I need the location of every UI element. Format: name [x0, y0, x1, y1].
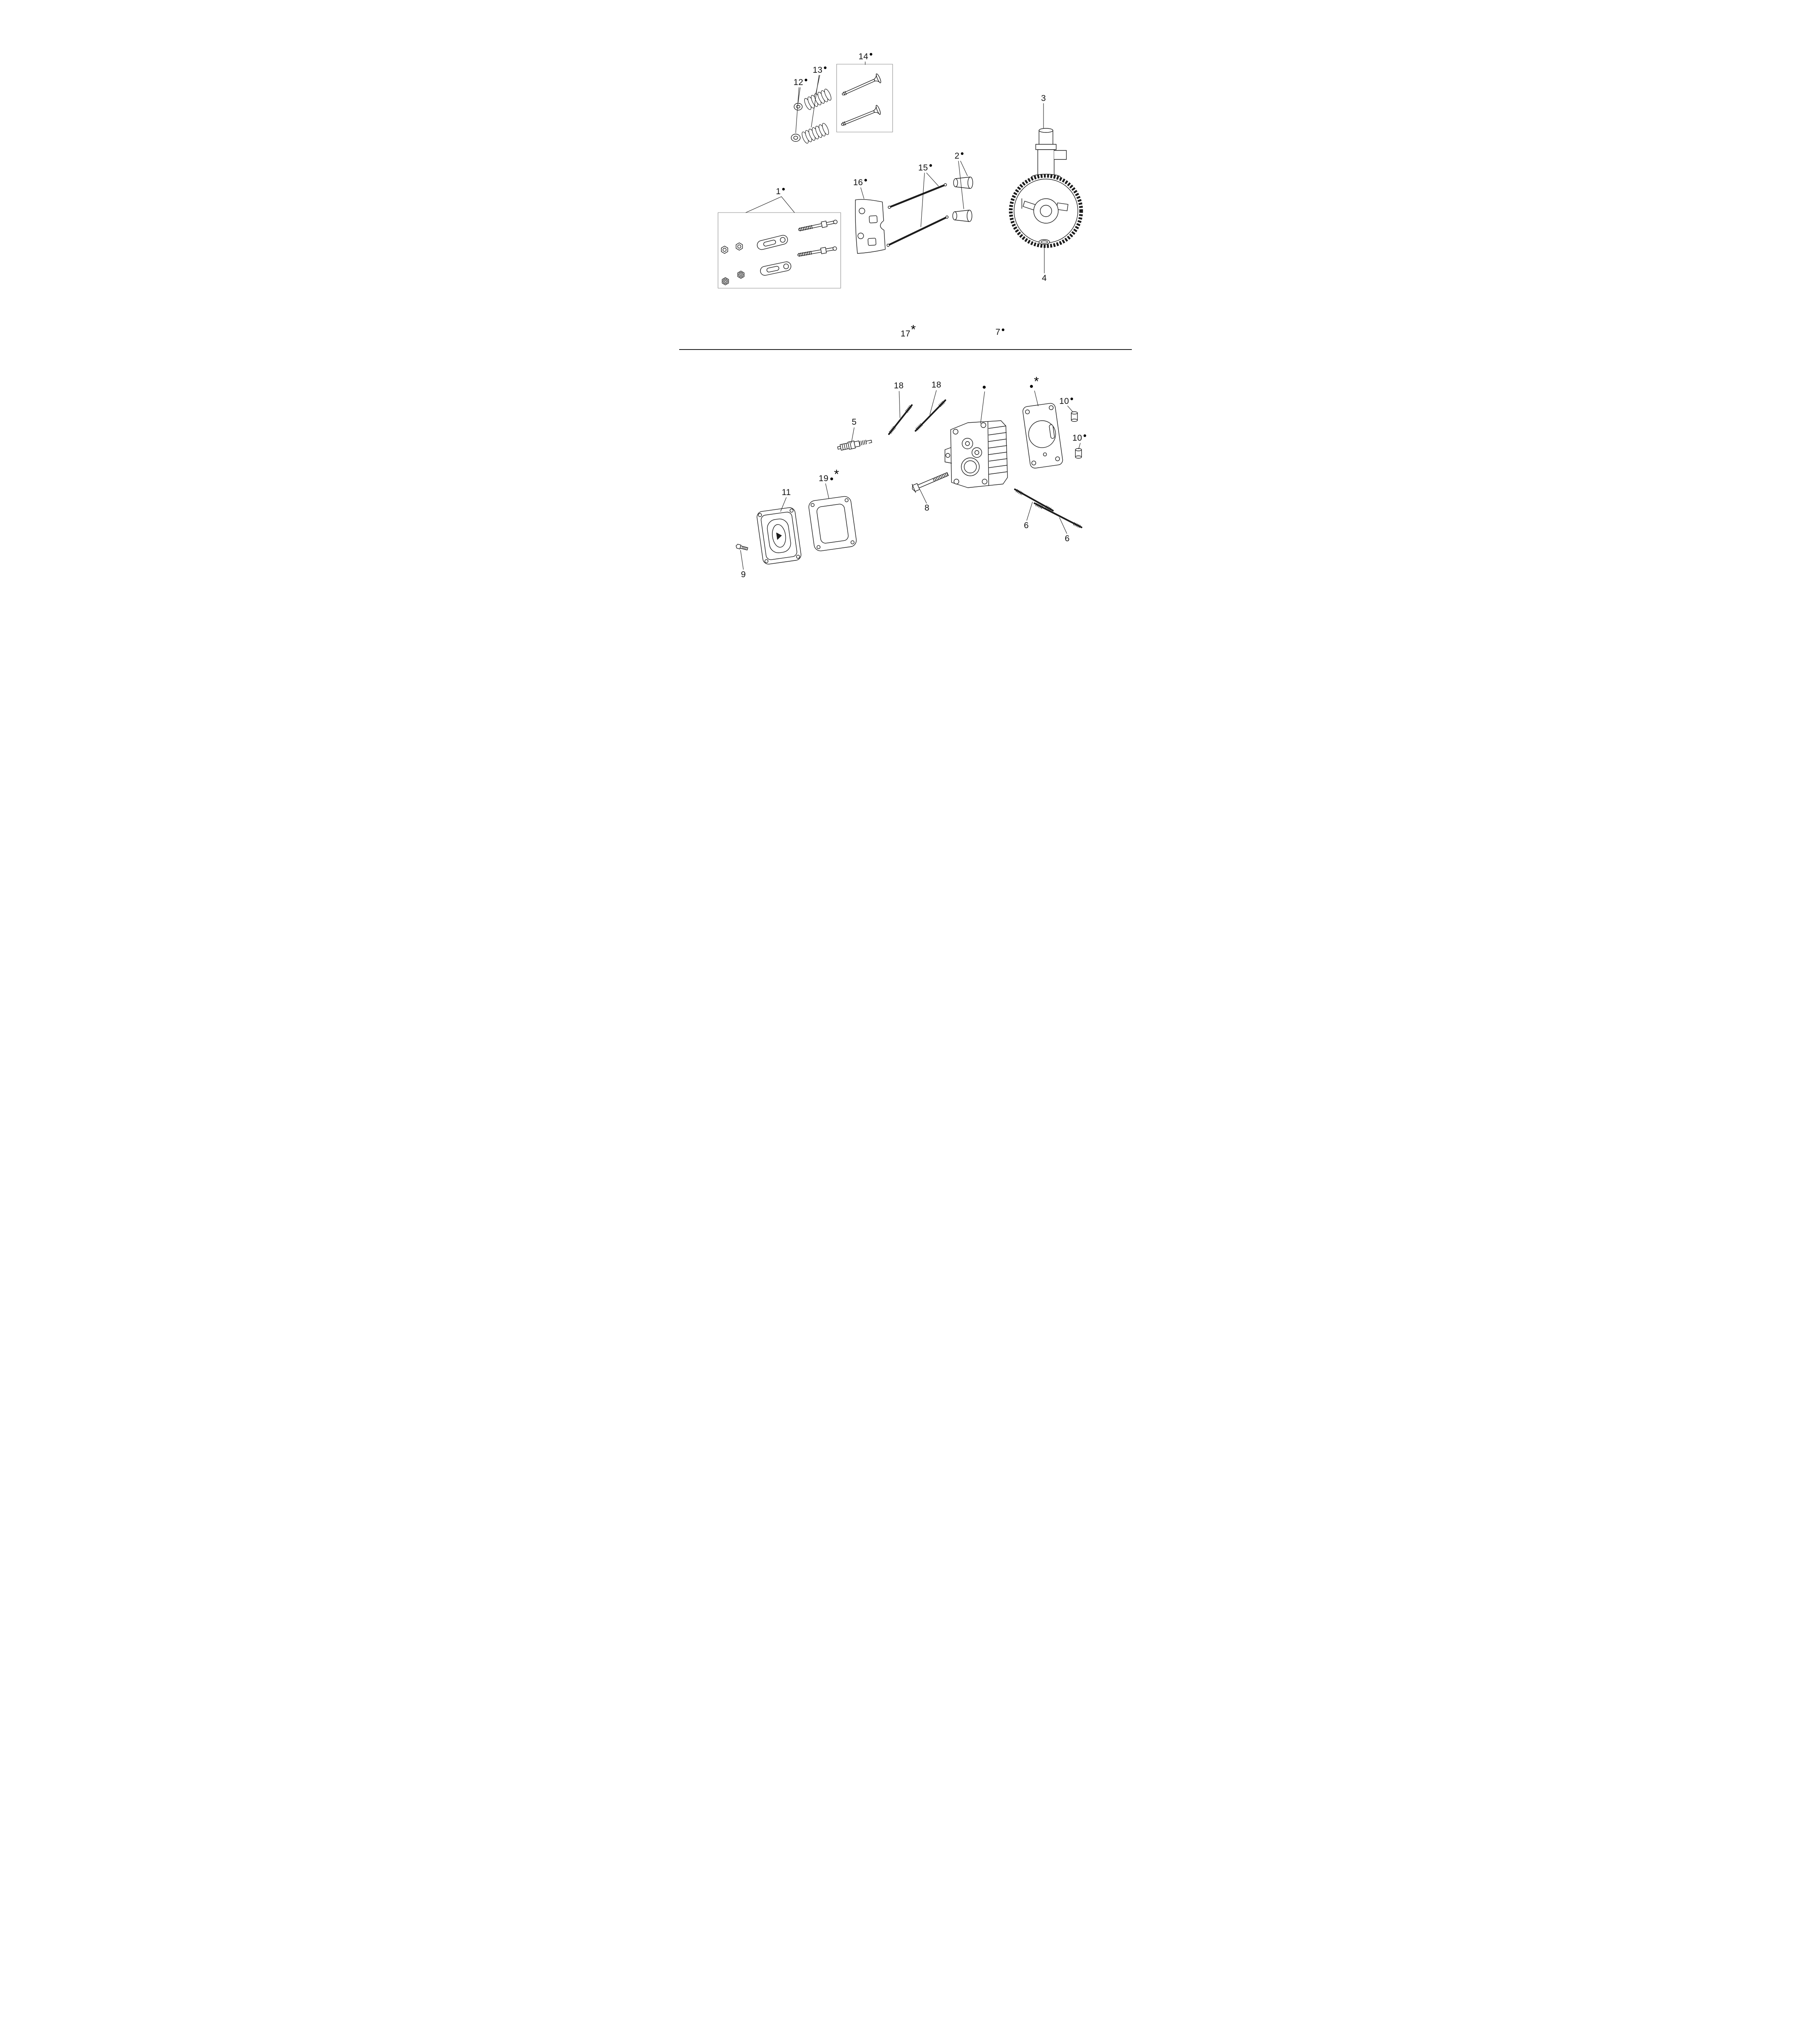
callout-13: 13● [812, 64, 827, 75]
callout-18b: 18 [931, 381, 941, 389]
dot-marker: ● [781, 185, 785, 193]
callout-18a-number: 18 [894, 381, 904, 391]
rocker-kit [721, 220, 838, 285]
callout-5: 5 [852, 418, 857, 426]
valve-spring-2 [801, 123, 829, 144]
dot-marker: ● [864, 176, 868, 184]
callout-17-number: 17 [900, 329, 911, 339]
parts-diagram-page: 14● 13● 12● 3 2● 15● 16● 1● 4 17* 7● 18 … [679, 0, 1132, 640]
callout-6b-number: 6 [1065, 534, 1070, 544]
rocker-stud-1 [798, 220, 838, 231]
callout-10a: 10● [1059, 395, 1074, 406]
dot-marker: ● [869, 50, 873, 58]
callout-12-number: 12 [793, 78, 803, 87]
diagram-canvas [679, 61, 1132, 570]
head-stud-2 [915, 399, 946, 432]
callout-cylinder-head: ● [982, 382, 986, 391]
valve-tappet-1 [953, 177, 973, 189]
asterisk-marker: * [1034, 374, 1039, 389]
spring-retainer-2 [791, 134, 801, 142]
callout-8: 8 [925, 504, 929, 512]
callout-10b-number: 10 [1072, 433, 1082, 443]
dot-marker: ● [1001, 326, 1005, 333]
spark-plug [837, 439, 872, 451]
dot-marker: ● [929, 161, 933, 169]
callout-13-number: 13 [812, 65, 823, 75]
push-rods [886, 183, 949, 247]
intake-valve [842, 73, 881, 96]
head-bolt [911, 472, 949, 493]
asterisk-marker: * [834, 467, 839, 482]
callout-6a: 6 [1024, 521, 1029, 530]
rocker-stud-2 [797, 246, 837, 257]
callout-6a-number: 6 [1024, 521, 1029, 531]
callout-18b-number: 18 [931, 380, 941, 390]
callout-12: 12● [793, 76, 808, 87]
cover-bolt [736, 544, 748, 551]
valve-spring-1 [804, 89, 832, 110]
callout-5-number: 5 [852, 417, 857, 427]
valve-cover-gasket [808, 496, 857, 551]
exhaust-valve [841, 105, 881, 126]
callout-19: 19●* [819, 467, 839, 484]
callout-11-number: 11 [781, 488, 791, 498]
valve-box [836, 64, 893, 132]
valve-cover [756, 507, 801, 565]
callout-2-number: 2 [954, 151, 960, 161]
callout-9-number: 9 [741, 570, 746, 580]
head-gasket [1022, 403, 1063, 468]
dot-marker: ● [830, 475, 834, 482]
callout-16-number: 16 [853, 178, 863, 188]
dot-marker: ● [960, 150, 964, 157]
callout-1: 1● [776, 185, 785, 197]
head-stud-1 [888, 404, 913, 435]
callout-6b: 6 [1065, 534, 1070, 543]
callout-2: 2● [954, 150, 964, 161]
rocker-arm-1 [757, 235, 788, 250]
callout-7-number: 7 [995, 327, 1001, 337]
callout-1-number: 1 [776, 187, 781, 197]
asterisk-marker: * [911, 322, 916, 337]
cover-stud-2 [1034, 502, 1082, 528]
cylinder-head [945, 420, 1008, 488]
spring-retainer-1 [794, 103, 803, 111]
dot-marker: ● [1029, 382, 1034, 390]
callout-3: 3 [1041, 94, 1046, 103]
dot-marker: ● [804, 76, 808, 83]
push-rod-guide-plate [855, 199, 886, 254]
valve-tappet-2 [952, 210, 972, 222]
callout-8-number: 8 [925, 503, 929, 513]
callout-10b: 10● [1072, 432, 1087, 443]
callout-18a: 18 [894, 381, 904, 390]
dot-marker: ● [1083, 432, 1087, 439]
callout-17: 17* [900, 322, 916, 339]
dowel-pin-1 [1071, 411, 1078, 422]
o-ring-seal [1039, 239, 1050, 245]
callout-3-number: 3 [1041, 94, 1046, 103]
callout-11: 11 [782, 488, 791, 497]
callout-14-number: 14 [858, 52, 868, 62]
callout-15: 15● [918, 161, 933, 173]
cover-stud-1 [1014, 489, 1054, 511]
dot-marker: ● [1070, 395, 1074, 402]
callout-7: 7● [995, 326, 1005, 337]
callout-16: 16● [853, 176, 868, 188]
dowel-pin-2 [1075, 448, 1082, 459]
callout-19-number: 19 [819, 474, 829, 484]
dot-marker: ● [823, 64, 827, 71]
callout-14: 14● [858, 50, 873, 62]
rocker-kit-box [718, 212, 841, 289]
camshaft-gear [1009, 174, 1083, 248]
camshaft [1009, 128, 1083, 248]
callout-15-number: 15 [918, 163, 928, 173]
callout-head-gasket: ●* [1029, 374, 1039, 390]
callout-10a-number: 10 [1059, 397, 1069, 406]
callout-4: 4 [1042, 274, 1047, 282]
dot-marker: ● [982, 383, 987, 391]
callout-9: 9 [741, 570, 746, 579]
callout-4-number: 4 [1042, 273, 1047, 283]
rocker-arm-2 [760, 261, 792, 276]
leader-lines [740, 61, 1081, 570]
